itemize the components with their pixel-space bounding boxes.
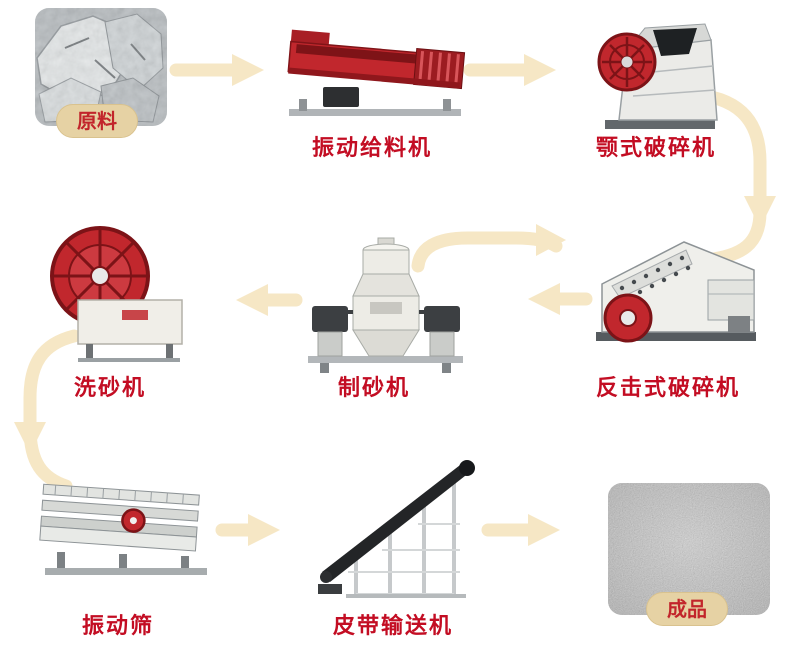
belt — [322, 462, 470, 582]
node-vibrating-feeder — [283, 25, 468, 125]
flow-arrowheads — [14, 54, 776, 546]
jaw-crusher-illustration — [597, 23, 718, 129]
impact-crusher-illustration — [596, 241, 756, 343]
node-belt-conveyor — [318, 446, 483, 601]
finished-product-badge: 成品 — [646, 592, 728, 626]
vibrating-feeder-illustration — [287, 29, 466, 116]
belt-conveyor-illustration — [318, 460, 475, 598]
label-sand-washer: 洗砂机 — [73, 376, 146, 401]
node-sand-maker — [298, 236, 473, 374]
raw-material-badge: 原料 — [56, 104, 138, 138]
node-impact-crusher — [588, 226, 763, 348]
label-belt-conveyor: 皮带输送机 — [332, 614, 453, 639]
label-jaw-crusher: 颚式破碎机 — [595, 136, 716, 161]
label-impact-crusher: 反击式破碎机 — [595, 376, 740, 401]
label-sand-maker: 制砂机 — [337, 376, 410, 401]
node-vibrating-screen — [33, 476, 218, 584]
node-sand-washer — [38, 222, 186, 364]
label-vibrating-feeder: 振动给料机 — [311, 136, 432, 161]
node-jaw-crusher — [593, 10, 725, 132]
vibrating-screen-illustration — [39, 483, 207, 575]
label-vibrating-screen: 振动筛 — [81, 614, 154, 639]
sand-washer-illustration — [50, 226, 183, 362]
flow-lines — [23, 63, 767, 537]
sand-maker-illustration — [308, 237, 463, 373]
finished-product-photo — [608, 483, 770, 615]
node-finished-product — [608, 483, 770, 615]
